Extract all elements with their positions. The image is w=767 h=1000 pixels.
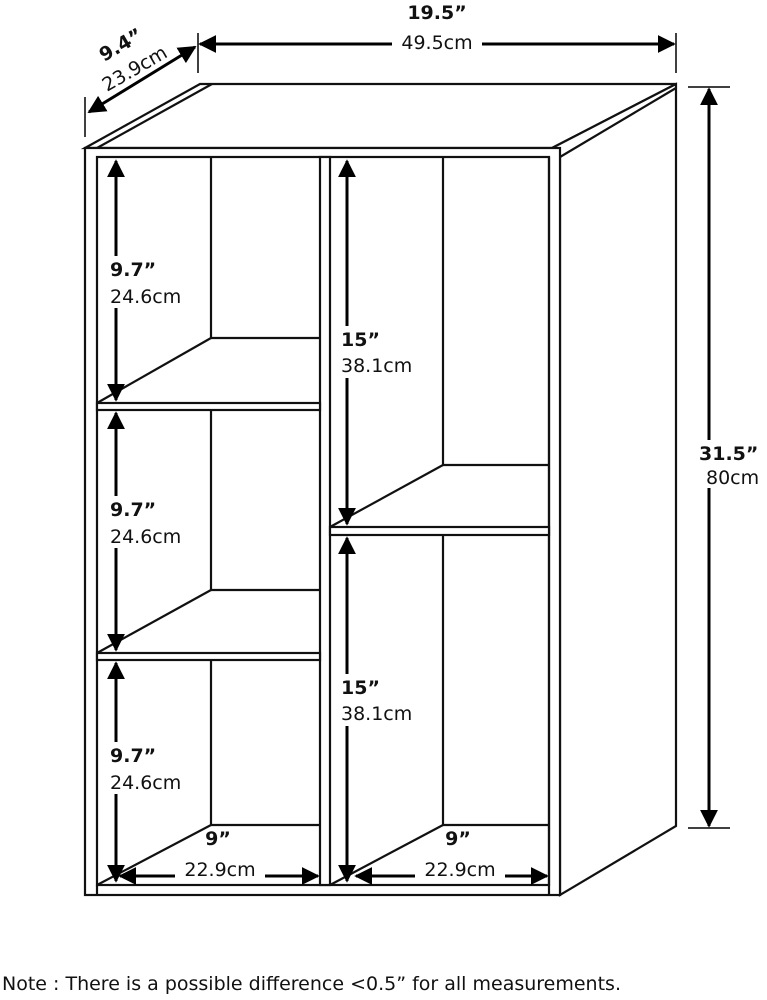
width-cm: 49.5cm [401,32,472,54]
left-width-cm: 22.9cm [184,859,255,881]
bookcase [80,82,678,897]
left-cube-1-in: 9.7” [110,259,156,281]
left-shelf-2 [95,651,322,662]
right-width-in: 9” [445,828,471,850]
measurement-note: Note : There is a possible difference <0… [2,973,621,995]
depth-arrow [87,45,197,114]
left-cube-2-cm: 24.6cm [110,526,181,548]
right-shelf [328,525,551,537]
left-cube-2-in: 9.7” [110,499,156,521]
dimension-labels: 19.5” 49.5cm 9.4” 23.9cm 31.5” 80cm 9.7”… [96,0,767,882]
width-in: 19.5” [407,2,466,24]
side-panel [550,82,678,897]
right-cube-1-in: 15” [341,329,380,351]
height-cm: 80cm [706,467,759,489]
left-cube-3-in: 9.7” [110,745,156,767]
left-shelf-1 [95,401,322,412]
right-cube-1-cm: 38.1cm [341,355,412,377]
left-cube-3-cm: 24.6cm [110,772,181,794]
right-width-cm: 22.9cm [424,859,495,881]
right-cube-2-in: 15” [341,677,380,699]
center-divider [318,155,332,887]
right-cube-2-cm: 38.1cm [341,703,412,725]
left-width-in: 9” [205,828,231,850]
height-in: 31.5” [699,443,758,465]
left-cube-1-cm: 24.6cm [110,286,181,308]
